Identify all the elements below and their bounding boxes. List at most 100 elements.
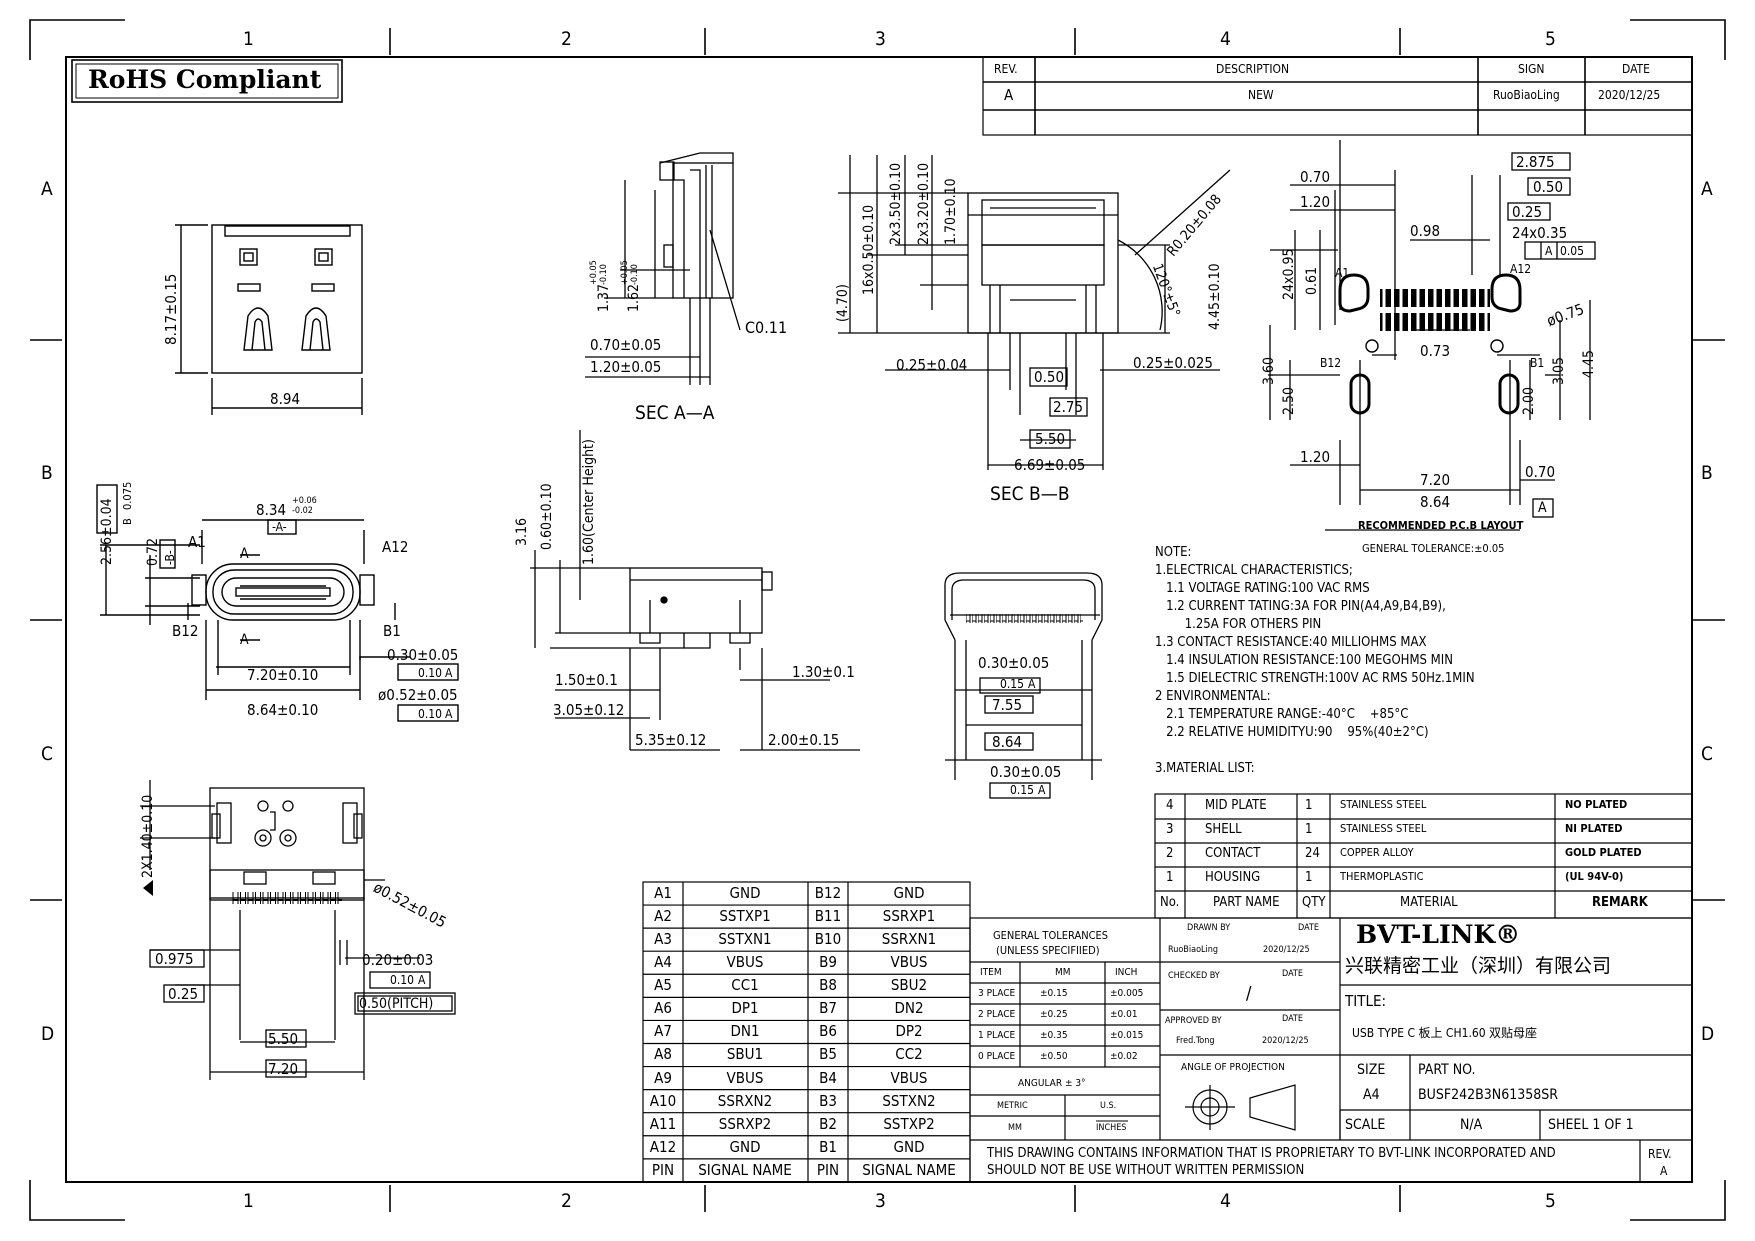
pin-table-header-cell: PIN — [651, 1160, 675, 1179]
bottom-h140: 2X1.40±0.10 — [140, 794, 156, 878]
bottom-b550: 5.50 — [268, 1030, 299, 1048]
pin-table-cell: SSRXN1 — [881, 930, 937, 949]
pin-table-cell: B10 — [814, 930, 842, 949]
top-view — [175, 224, 363, 415]
sec-aa-h1: 1.37 — [596, 283, 612, 312]
pcb-gdt-datum: A — [1545, 244, 1553, 258]
bottom-b720: 7.20 — [268, 1060, 299, 1078]
pin-table-cell: VBUS — [890, 1068, 928, 1087]
material-cell: SHELL — [1205, 822, 1242, 837]
rev-header-description: DESCRIPTION — [1216, 62, 1290, 76]
grid-row-d: D — [41, 1023, 55, 1045]
notes-block: NOTE:1.ELECTRICAL CHARACTERISTICS; 1.1 V… — [1155, 544, 1475, 778]
grid-row-a-right: A — [1701, 178, 1713, 200]
pin-table-cell: A4 — [654, 953, 672, 972]
material-cell: (UL 94V-0) — [1565, 870, 1624, 883]
approved-name: Fred.Tong — [1176, 1036, 1215, 1046]
tol-angular: ANGULAR ± 3° — [1018, 1078, 1086, 1089]
tol-title: GENERAL TOLERANCES — [993, 929, 1109, 942]
front-a12: A12 — [382, 538, 409, 556]
front-datum-a: -A- — [272, 520, 287, 534]
front-gdt2: 0.10 — [418, 666, 443, 680]
grid-col-4-bottom: 4 — [1220, 1190, 1231, 1212]
note-line: 1.2 CURRENT TATING:3A FOR PIN(A4,A9,B4,B… — [1155, 599, 1446, 614]
pin-table-cell: SSRXN2 — [717, 1091, 773, 1110]
bottom-t020: 0.20±0.03 — [362, 951, 434, 969]
tolerance-cell: ±0.01 — [1110, 1009, 1138, 1020]
title-block-grid — [969, 917, 1693, 1183]
company-chinese-name: 兴联精密工业（深圳）有限公司 — [1345, 955, 1612, 977]
pcb-d073: 0.73 — [1420, 342, 1451, 360]
front-gdt3-datum: A — [445, 707, 453, 721]
front-b12: B12 — [172, 622, 199, 640]
pcb-d050: 0.50 — [1533, 178, 1564, 196]
rear-t2: 0.30±0.05 — [990, 763, 1062, 781]
bottom-g: 0.10 — [390, 973, 415, 987]
sec-aa-h2: 1.62 — [626, 283, 642, 312]
section-bb-view — [838, 155, 1231, 470]
front-view — [96, 484, 459, 722]
material-cell: THERMOPLASTIC — [1340, 870, 1424, 883]
grid-row-a: A — [41, 178, 53, 200]
pin-table-cell: A6 — [654, 999, 672, 1018]
bottom-b025: 0.25 — [168, 985, 199, 1003]
material-cell: 24 — [1305, 846, 1320, 861]
section-aa-view — [585, 152, 741, 385]
grid-col-3: 3 — [875, 28, 886, 50]
pin-table-cell: B5 — [819, 1045, 837, 1064]
company-logo: BVT-LINK® — [1356, 920, 1521, 949]
pcb-d200: 2.00 — [1521, 386, 1537, 415]
side-h160: 1.60(Center Height) — [581, 439, 597, 565]
proprietary-line-2: SHOULD NOT BE USE WITHOUT WRITTEN PERMIS… — [987, 1163, 1305, 1178]
material-cell: 2 — [1166, 846, 1174, 861]
tol-subtitle: (UNLESS SPECIFIIED) — [996, 944, 1100, 957]
pin-table-header-cell: SIGNAL NAME — [862, 1160, 956, 1179]
size-label: SIZE — [1357, 1062, 1386, 1078]
side-h316: 3.16 — [514, 517, 530, 546]
sec-bb-v5: (4.70) — [835, 284, 851, 322]
pcb-pad-arrays — [1380, 289, 1490, 331]
side-d535: 5.35±0.12 — [635, 731, 707, 749]
title-label: TITLE: — [1345, 992, 1387, 1010]
sec-aa-h2-tol-up: +0.05 — [620, 260, 630, 285]
pin-table-cell: B9 — [819, 953, 837, 972]
pin-table-cell: GND — [729, 1137, 761, 1156]
tolerance-cell: 1 PLACE — [978, 1030, 1016, 1041]
pin-table-cell: A2 — [654, 907, 672, 926]
pcb-caption: RECOMMENDED P.C.B LAYOUT — [1358, 519, 1524, 532]
material-cell: NI PLATED — [1565, 822, 1623, 835]
pcb-gdt-value: 0.05 — [1560, 244, 1585, 258]
sec-bb-v2: 2x3.50±0.10 — [888, 162, 904, 245]
sec-aa-h2-tol-dn: -0.10 — [630, 264, 640, 285]
pin-table-cell: B4 — [819, 1068, 837, 1087]
pin-table-cell: GND — [893, 1137, 925, 1156]
sec-bb-b2: 2.75 — [1053, 398, 1084, 416]
tolerance-cell: 0 PLACE — [978, 1051, 1016, 1062]
pin-table-cell: DP1 — [731, 999, 759, 1018]
pin-table-cell: A3 — [654, 930, 672, 949]
pin-table-cell: A1 — [654, 884, 672, 902]
pin-table-cell: A7 — [654, 1022, 672, 1041]
pcb-d720: 7.20 — [1420, 471, 1451, 489]
pin-table-cell: B6 — [819, 1022, 837, 1041]
pcb-d061: 0.61 — [1304, 266, 1320, 295]
drawn-name: RuoBiaoLing — [1168, 945, 1219, 955]
note-line: 2.1 TEMPERATURE RANGE:-40°C +85°C — [1155, 707, 1409, 722]
side-d130: 1.30±0.1 — [792, 663, 855, 681]
front-section-mark-a: A — [240, 546, 249, 562]
rev-header-sign: SIGN — [1518, 62, 1545, 76]
pin-table-cell: GND — [893, 884, 925, 902]
front-gdt3: 0.10 — [418, 707, 443, 721]
tolerance-cell: ±0.005 — [1110, 988, 1144, 999]
material-cell: 1 — [1305, 870, 1313, 885]
checked-date-label: DATE — [1282, 969, 1303, 979]
proprietary-line-1: THIS DRAWING CONTAINS INFORMATION THAT I… — [987, 1146, 1556, 1161]
rev-date: 2020/12/25 — [1598, 88, 1661, 102]
pin-table-cell: CC2 — [895, 1045, 923, 1064]
tol-mm: MM — [1008, 1123, 1022, 1133]
rear-pins — [965, 614, 1083, 623]
front-a1: A1 — [188, 533, 206, 551]
front-h256: 2.56±0.04 — [99, 498, 115, 565]
grid-col-1: 1 — [243, 28, 254, 50]
